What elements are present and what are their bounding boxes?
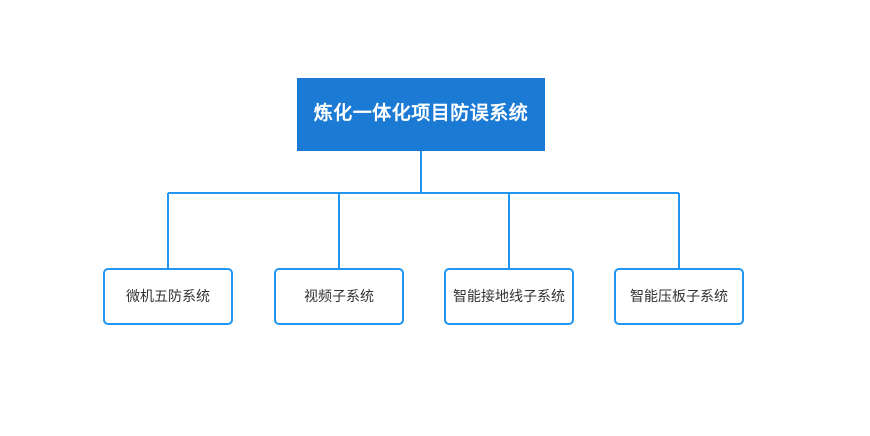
child-node-1[interactable]: 微机五防系统	[103, 268, 233, 325]
child-node-3-label: 智能接地线子系统	[453, 288, 565, 305]
root-node[interactable]: 炼化一体化项目防误系统	[297, 78, 545, 151]
child-node-4-label: 智能压板子系统	[630, 288, 728, 305]
child-node-3[interactable]: 智能接地线子系统	[444, 268, 574, 325]
child-node-2[interactable]: 视频子系统	[274, 268, 404, 325]
root-node-label: 炼化一体化项目防误系统	[313, 103, 529, 125]
child-node-1-label: 微机五防系统	[126, 288, 210, 305]
child-node-2-label: 视频子系统	[304, 288, 374, 305]
child-node-4[interactable]: 智能压板子系统	[614, 268, 744, 325]
